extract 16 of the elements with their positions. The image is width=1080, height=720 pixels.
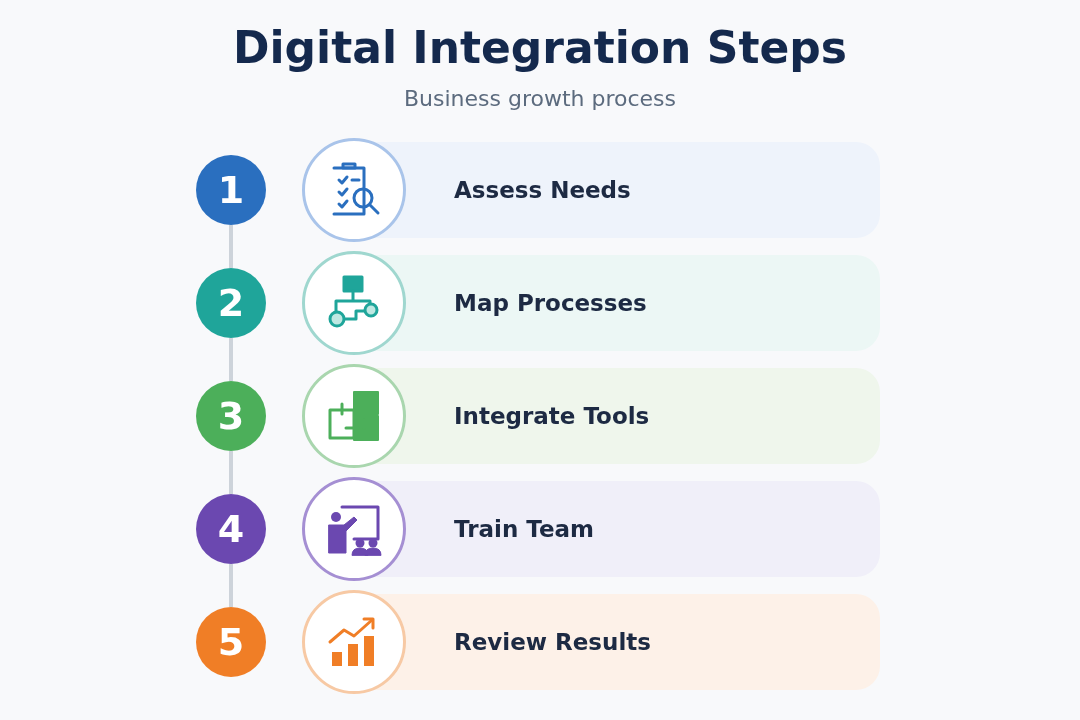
step-label: Train Team xyxy=(454,515,594,544)
subtitle: Business growth process xyxy=(402,86,678,111)
connector-line xyxy=(229,564,233,607)
step-number: 4 xyxy=(196,494,266,564)
step-number: 2 xyxy=(196,268,266,338)
title: Digital Integration Steps xyxy=(232,22,848,73)
step-label: Integrate Tools xyxy=(454,402,650,431)
connector-line xyxy=(229,338,233,381)
connector-line xyxy=(229,225,233,268)
step-number: 1 xyxy=(196,155,266,225)
step-label: Review Results xyxy=(454,628,651,657)
connector-line xyxy=(229,451,233,494)
step-label: Assess Needs xyxy=(454,176,631,205)
step-number: 5 xyxy=(196,607,266,677)
step-number: 3 xyxy=(196,381,266,451)
step-label: Map Processes xyxy=(454,289,647,318)
